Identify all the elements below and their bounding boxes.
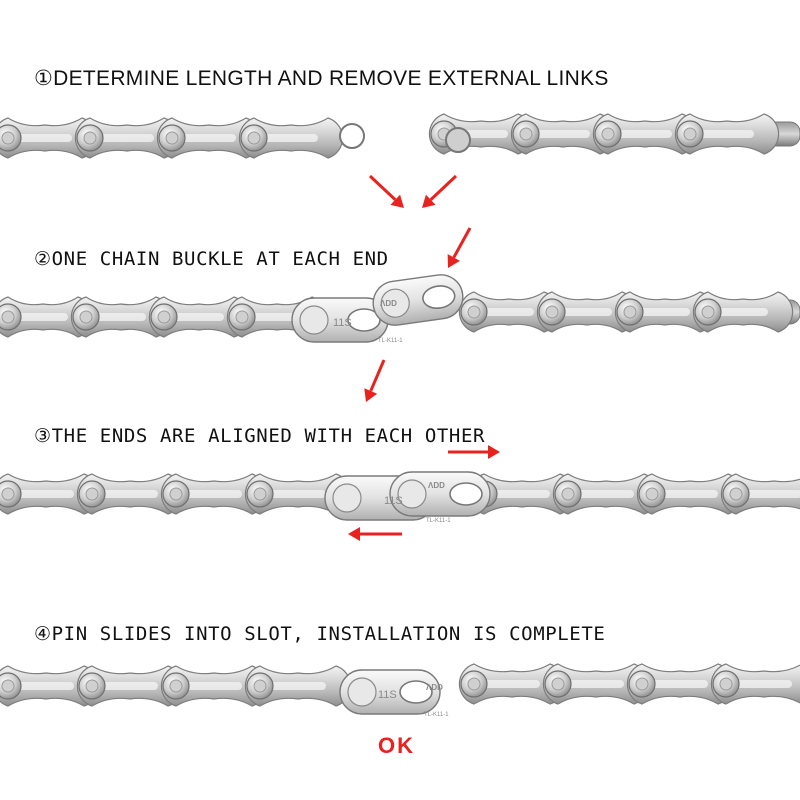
arrow-step2-top bbox=[447, 227, 472, 268]
link-brand-text: ΛDD bbox=[380, 299, 397, 308]
chain-left-end-step1 bbox=[0, 117, 344, 159]
chain-right-step4 bbox=[458, 663, 800, 705]
master-link-right-step3 bbox=[389, 471, 491, 517]
master-link-marking-step2: 11S ΛDD TL-K11-1 bbox=[333, 299, 403, 344]
chain-left-step3 bbox=[0, 473, 352, 515]
chain-left-step2 bbox=[0, 296, 328, 338]
link-speed-text: 11S bbox=[378, 689, 397, 701]
master-link-left-step2 bbox=[291, 297, 389, 343]
step-4-title: ④PIN SLIDES INTO SLOT, INSTALLATION IS C… bbox=[34, 623, 606, 645]
link-speed-text: 11S bbox=[333, 317, 352, 329]
arrow-step1-left bbox=[368, 174, 404, 208]
arrow-step3-right bbox=[448, 445, 500, 459]
link-model-text: TL-K11-1 bbox=[378, 338, 403, 344]
link-speed-text: 11S bbox=[384, 495, 403, 507]
arrow-step1-right bbox=[422, 174, 458, 208]
master-link-marking-step4: 11S ΛDD TL-K11-1 bbox=[378, 683, 449, 718]
open-link-hole bbox=[339, 123, 365, 149]
ok-label: OK bbox=[378, 733, 415, 758]
link-model-text: TL-K11-1 bbox=[424, 712, 449, 718]
master-link-installed-step4 bbox=[339, 669, 441, 715]
chain-right-step3 bbox=[468, 473, 800, 515]
chain-left-step4 bbox=[0, 665, 352, 707]
master-link-right-step2 bbox=[372, 274, 464, 326]
step-3-title: ③THE ENDS ARE ALIGNED WITH EACH OTHER bbox=[34, 425, 486, 447]
arrow-step3-left bbox=[348, 527, 402, 541]
step-2-title: ②ONE CHAIN BUCKLE AT EACH END bbox=[34, 248, 389, 270]
link-brand-text: ΛDD bbox=[426, 683, 443, 692]
link-model-text: TL-K11-1 bbox=[426, 518, 451, 524]
open-link-pin bbox=[445, 127, 471, 153]
master-link-marking-step3: 11S ΛDD TL-K11-1 bbox=[384, 481, 451, 524]
chain-right-end-step1 bbox=[428, 113, 800, 155]
chain-right-step2 bbox=[458, 291, 800, 333]
link-brand-text: ΛDD bbox=[428, 481, 445, 490]
arrow-step2-bottom bbox=[364, 359, 386, 402]
step-1-title: ①DETERMINE LENGTH AND REMOVE EXTERNAL LI… bbox=[34, 67, 609, 90]
